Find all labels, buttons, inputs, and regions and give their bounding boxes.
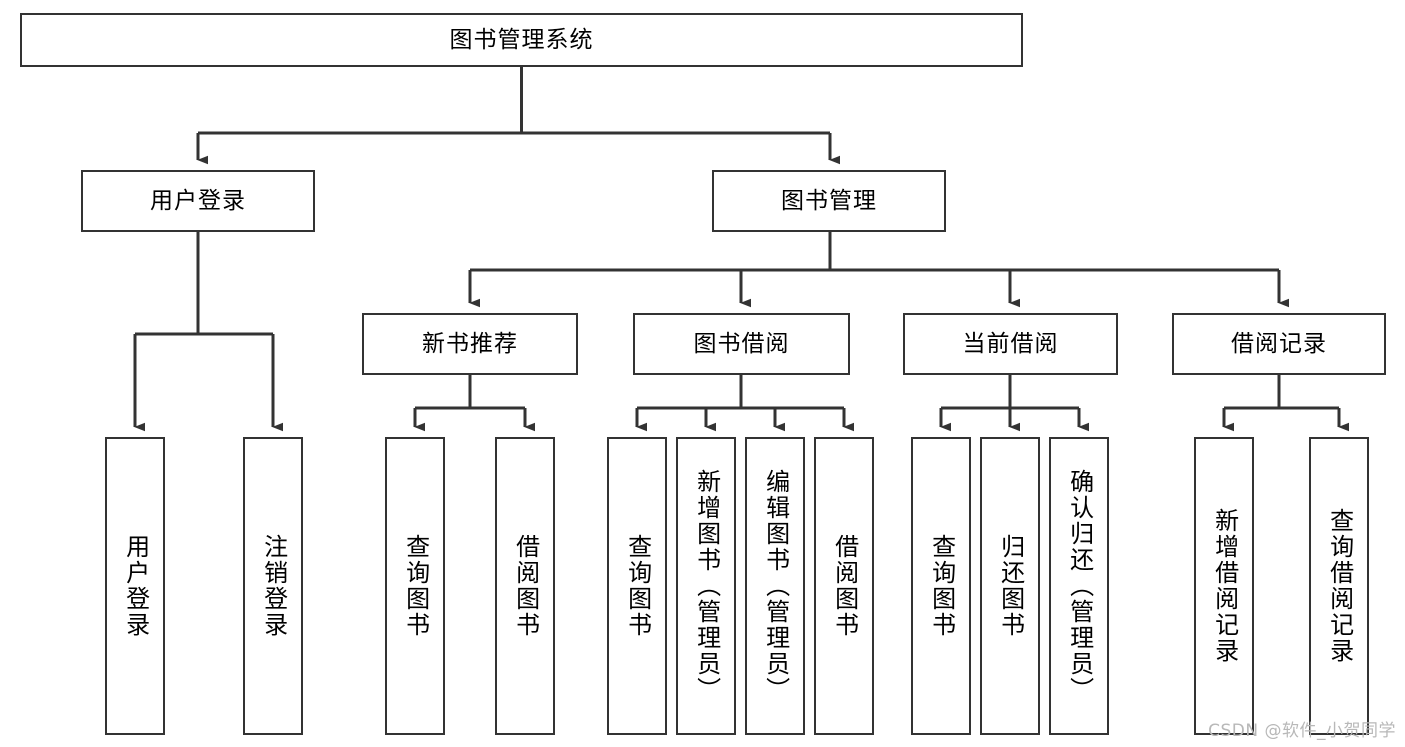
node-label: 用户登录 (150, 187, 246, 214)
node-leaf-query-book-1[interactable]: 查询图书 (385, 437, 445, 735)
node-label: 图书借阅 (693, 330, 790, 357)
node-leaf-add-record[interactable]: 新增借阅记录 (1194, 437, 1254, 735)
node-label: 新增借阅记录 (1210, 508, 1239, 664)
node-label: 查询图书 (623, 534, 652, 638)
node-leaf-query-record[interactable]: 查询借阅记录 (1309, 437, 1369, 735)
node-leaf-confirm-return[interactable]: 确认归还（管理员） (1049, 437, 1109, 735)
csdn-watermark: CSDN @软件_小贺同学 (1208, 721, 1396, 741)
node-label: 查询图书 (927, 534, 956, 638)
node-label: 用户登录 (121, 534, 150, 638)
node-label: 归还图书 (996, 534, 1025, 638)
node-leaf-edit-book[interactable]: 编辑图书（管理员） (745, 437, 805, 735)
node-leaf-query-book-3[interactable]: 查询图书 (911, 437, 971, 735)
node-leaf-query-book-2[interactable]: 查询图书 (607, 437, 667, 735)
node-leaf-borrow-book-2[interactable]: 借阅图书 (814, 437, 874, 735)
node-borrow-record[interactable]: 借阅记录 (1172, 313, 1386, 375)
node-leaf-logout-login[interactable]: 注销登录 (243, 437, 303, 735)
node-root-book-management-system[interactable]: 图书管理系统 (20, 13, 1023, 67)
node-label: 借阅图书 (511, 534, 540, 638)
node-label: 注销登录 (259, 534, 288, 638)
node-book-borrow[interactable]: 图书借阅 (633, 313, 850, 375)
node-current-borrow[interactable]: 当前借阅 (903, 313, 1118, 375)
node-leaf-add-book[interactable]: 新增图书（管理员） (676, 437, 736, 735)
node-leaf-return-book[interactable]: 归还图书 (980, 437, 1040, 735)
node-label: 借阅记录 (1231, 330, 1327, 357)
node-new-book-recommend[interactable]: 新书推荐 (362, 313, 578, 375)
node-book-management[interactable]: 图书管理 (712, 170, 946, 232)
node-leaf-borrow-book-1[interactable]: 借阅图书 (495, 437, 555, 735)
node-label: 新增图书（管理员） (692, 469, 721, 703)
node-label: 编辑图书（管理员） (761, 469, 790, 703)
node-label: 查询借阅记录 (1325, 508, 1354, 664)
node-user-login[interactable]: 用户登录 (81, 170, 315, 232)
node-label: 当前借阅 (962, 330, 1059, 357)
node-leaf-user-login[interactable]: 用户登录 (105, 437, 165, 735)
node-label: 借阅图书 (830, 534, 859, 638)
node-label: 图书管理 (781, 187, 877, 214)
node-label: 查询图书 (401, 534, 430, 638)
node-label: 新书推荐 (422, 330, 518, 357)
node-label: 确认归还（管理员） (1065, 469, 1094, 703)
node-label: 图书管理系统 (449, 26, 594, 53)
